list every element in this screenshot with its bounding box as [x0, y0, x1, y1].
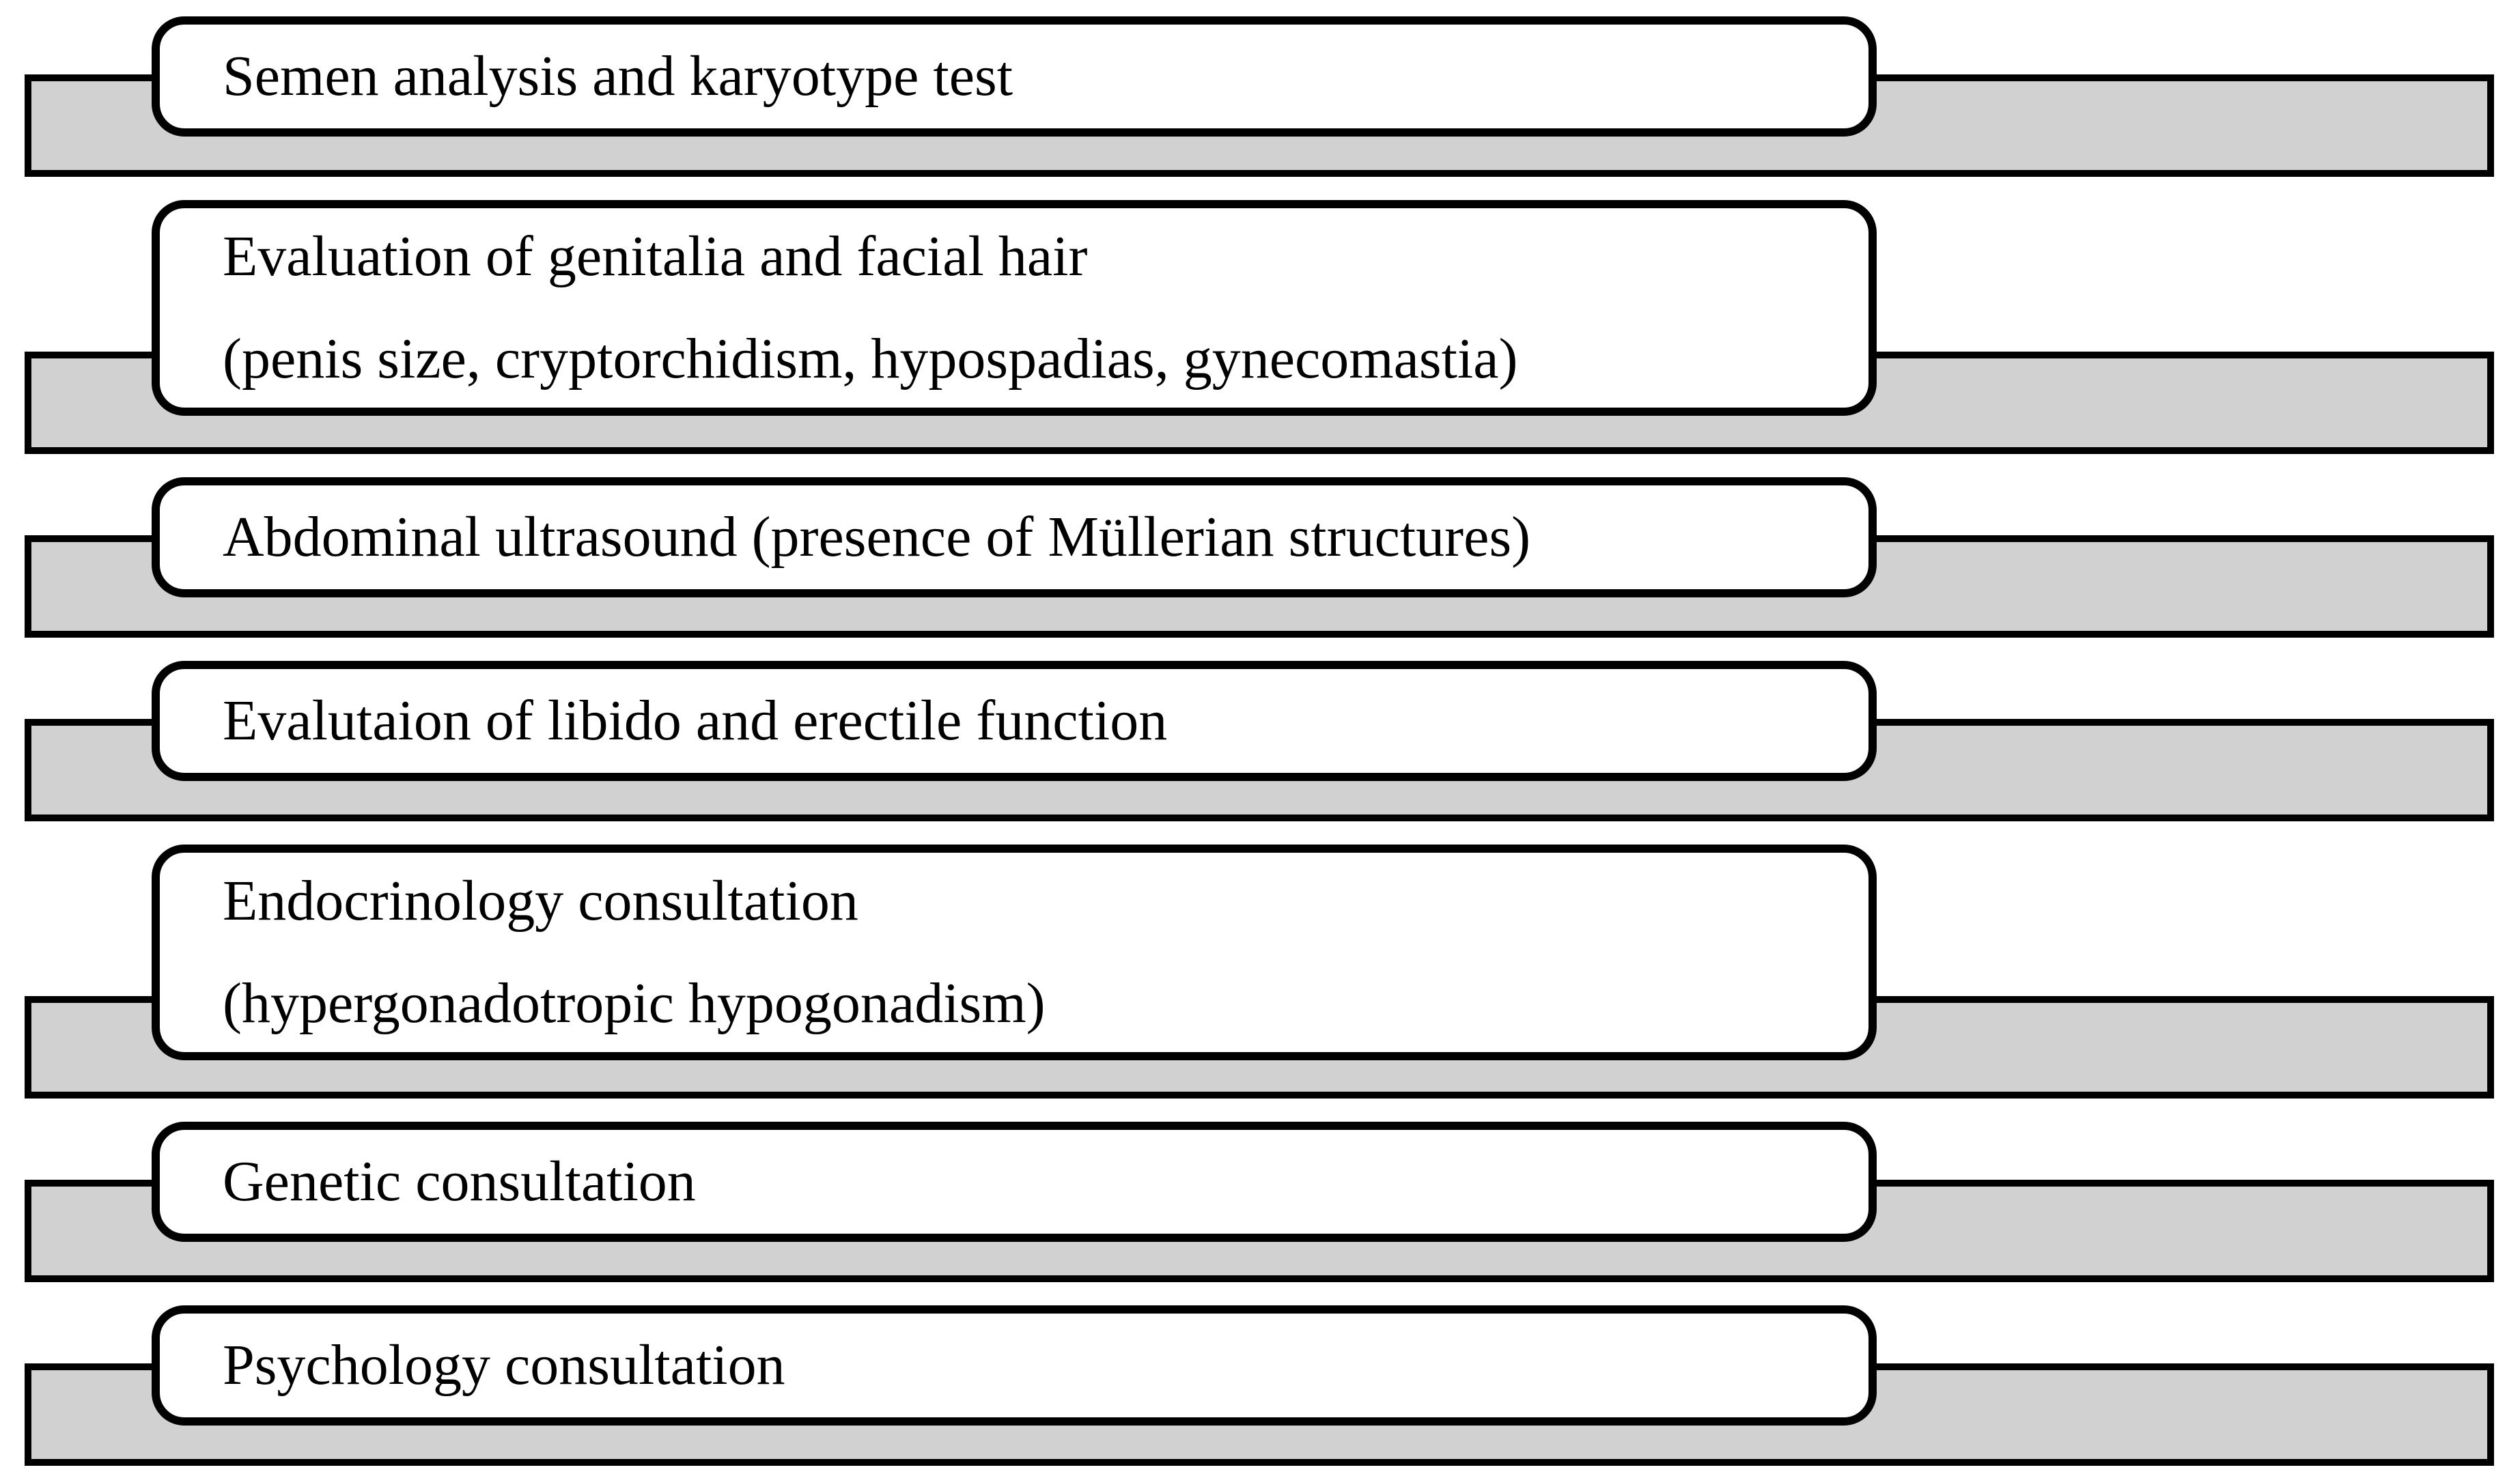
- step-label-line-2: (penis size, cryptorchidism, hypospadias…: [223, 327, 1518, 391]
- step-label: Psychology consultation: [223, 1333, 785, 1397]
- step-genetic-consultation: Genetic consultation: [0, 1122, 2520, 1282]
- step-libido-erectile-evaluation: Evalutaion of libido and erectile functi…: [0, 661, 2520, 821]
- step-label-line-1: Evaluation of genitalia and facial hair: [223, 225, 1088, 288]
- step-semen-analysis-karyotype: Semen analysis and karyotype test: [0, 16, 2520, 177]
- step-psychology-consultation: Psychology consultation: [0, 1305, 2520, 1466]
- step-label-line-2: (hypergonadotropic hypogonadism): [223, 972, 1046, 1035]
- step-label-line-1: Endocrinology consultation: [223, 869, 858, 933]
- step-box: Evaluation of genitalia and facial hair …: [152, 200, 1877, 416]
- step-label: Genetic consultation: [223, 1150, 696, 1213]
- step-label: Evalutaion of libido and erectile functi…: [223, 689, 1168, 752]
- step-box: Abdominal ultrasound (presence of Müller…: [152, 477, 1877, 597]
- step-box: Genetic consultation: [152, 1122, 1877, 1242]
- step-genitalia-facial-hair-evaluation: Evaluation of genitalia and facial hair …: [0, 200, 2520, 454]
- step-box: Semen analysis and karyotype test: [152, 16, 1877, 137]
- step-abdominal-ultrasound: Abdominal ultrasound (presence of Müller…: [0, 477, 2520, 638]
- step-endocrinology-consultation: Endocrinology consultation (hypergonadot…: [0, 845, 2520, 1099]
- step-label: Semen analysis and karyotype test: [223, 44, 1013, 108]
- step-box: Endocrinology consultation (hypergonadot…: [152, 845, 1877, 1060]
- step-box: Psychology consultation: [152, 1305, 1877, 1426]
- step-box: Evalutaion of libido and erectile functi…: [152, 661, 1877, 781]
- step-label: Abdominal ultrasound (presence of Müller…: [223, 505, 1531, 569]
